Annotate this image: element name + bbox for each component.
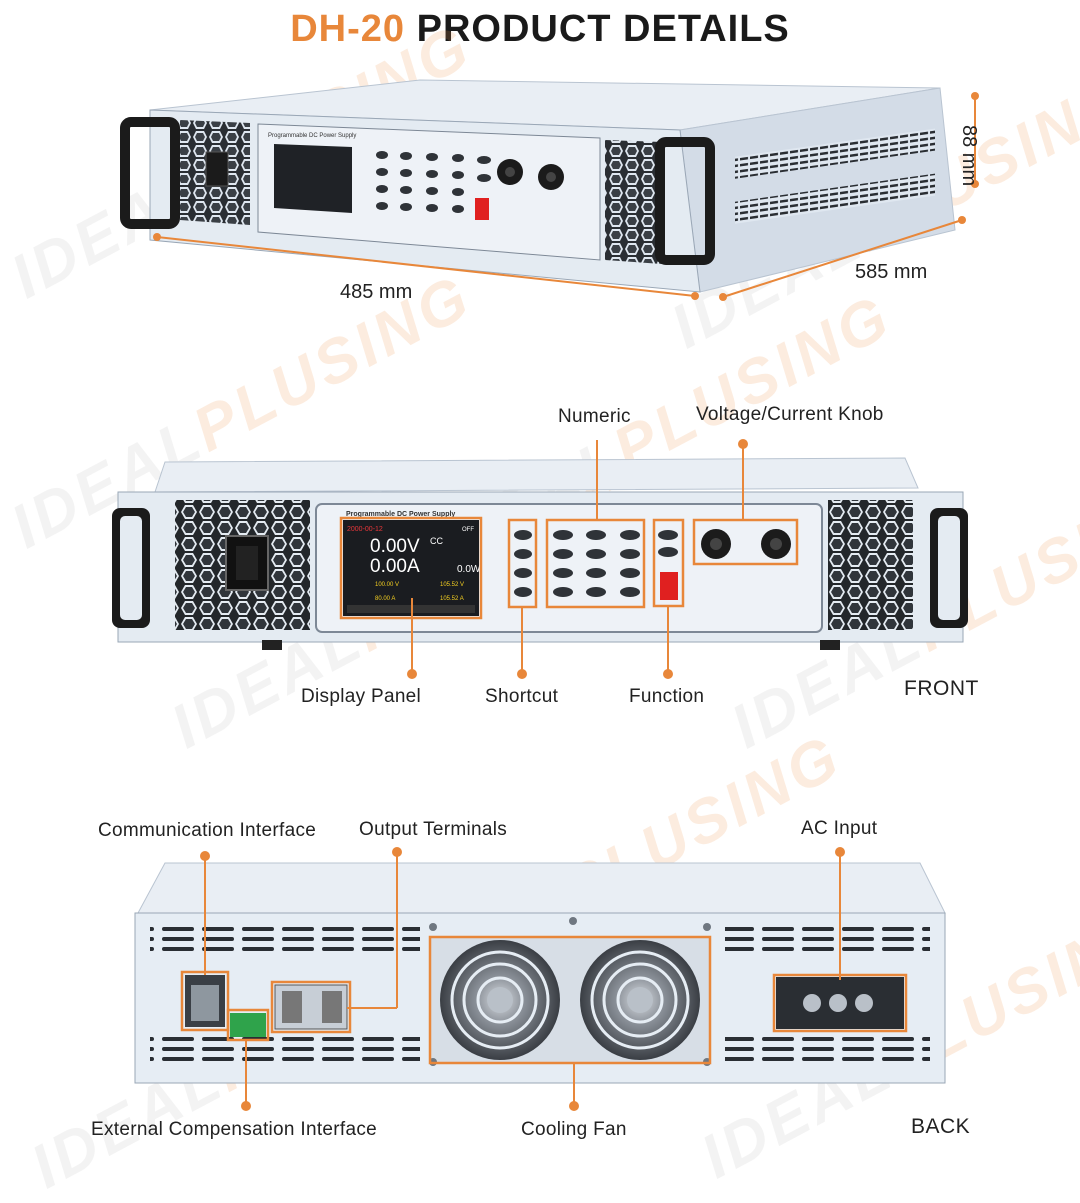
numeric-highlight-box xyxy=(545,518,646,609)
back-side-label: BACK xyxy=(911,1115,971,1138)
front-view: Programmable DC Power Supply 2000-00-12 … xyxy=(112,457,968,650)
back-callout-lines xyxy=(200,847,845,1111)
knob-callout: Voltage/Current Knob xyxy=(696,404,884,425)
width-label: 485 mm xyxy=(340,281,413,303)
ovp-ocp-key[interactable] xyxy=(658,530,678,540)
height-label: 88 mm xyxy=(958,125,980,187)
model-name: DH-20 xyxy=(290,8,406,50)
front-callout-lines xyxy=(407,439,748,679)
depth-label: 585 mm xyxy=(855,261,928,283)
display-set-a: 80.00 A xyxy=(375,596,395,602)
display-cc: CC xyxy=(430,536,443,546)
knob-highlight-box xyxy=(692,518,799,566)
display-off: OFF xyxy=(462,527,474,533)
display-voltage: 0.00V xyxy=(370,536,420,557)
ext-callout: External Compensation Interface xyxy=(91,1119,378,1140)
comm-callout: Communication Interface xyxy=(98,820,317,841)
back-view xyxy=(134,862,946,1084)
front-panel-title: Programmable DC Power Supply xyxy=(346,511,455,518)
fan-callout: Cooling Fan xyxy=(521,1119,627,1140)
output-callout: Output Terminals xyxy=(359,819,508,840)
display-callout: Display Panel xyxy=(301,686,422,707)
menu-lock-key[interactable] xyxy=(658,547,678,557)
ac-callout: AC Input xyxy=(801,818,878,839)
width-dimension-line xyxy=(156,236,696,297)
product-3d-view: Programmable DC Power Supply xyxy=(120,79,979,301)
display-lim-v: 105.52 V xyxy=(440,582,464,588)
fan-highlight-box xyxy=(428,935,712,1065)
depth-dimension-line xyxy=(722,219,963,298)
front-side-label: FRONT xyxy=(904,677,979,700)
front-panel-title: Programmable DC Power Supply xyxy=(268,133,356,139)
display-power: 0.0W xyxy=(457,564,481,575)
title-text: PRODUCT DETAILS xyxy=(416,8,790,50)
display-set-v: 100.00 V xyxy=(375,582,399,588)
shortcut-callout: Shortcut xyxy=(485,686,559,707)
numeric-callout: Numeric xyxy=(558,406,631,427)
shortcut-keys[interactable] xyxy=(514,530,532,597)
display-current: 0.00A xyxy=(370,556,420,577)
page-title: DH-20 PRODUCT DETAILS xyxy=(0,8,1080,51)
on-off-key[interactable] xyxy=(660,572,678,600)
numeric-keys[interactable] xyxy=(553,530,640,597)
function-callout: Function xyxy=(629,686,705,707)
display-date: 2000-00-12 xyxy=(347,526,383,533)
ext-highlight-box xyxy=(226,1008,270,1042)
display-lim-a: 105.52 A xyxy=(440,596,464,602)
